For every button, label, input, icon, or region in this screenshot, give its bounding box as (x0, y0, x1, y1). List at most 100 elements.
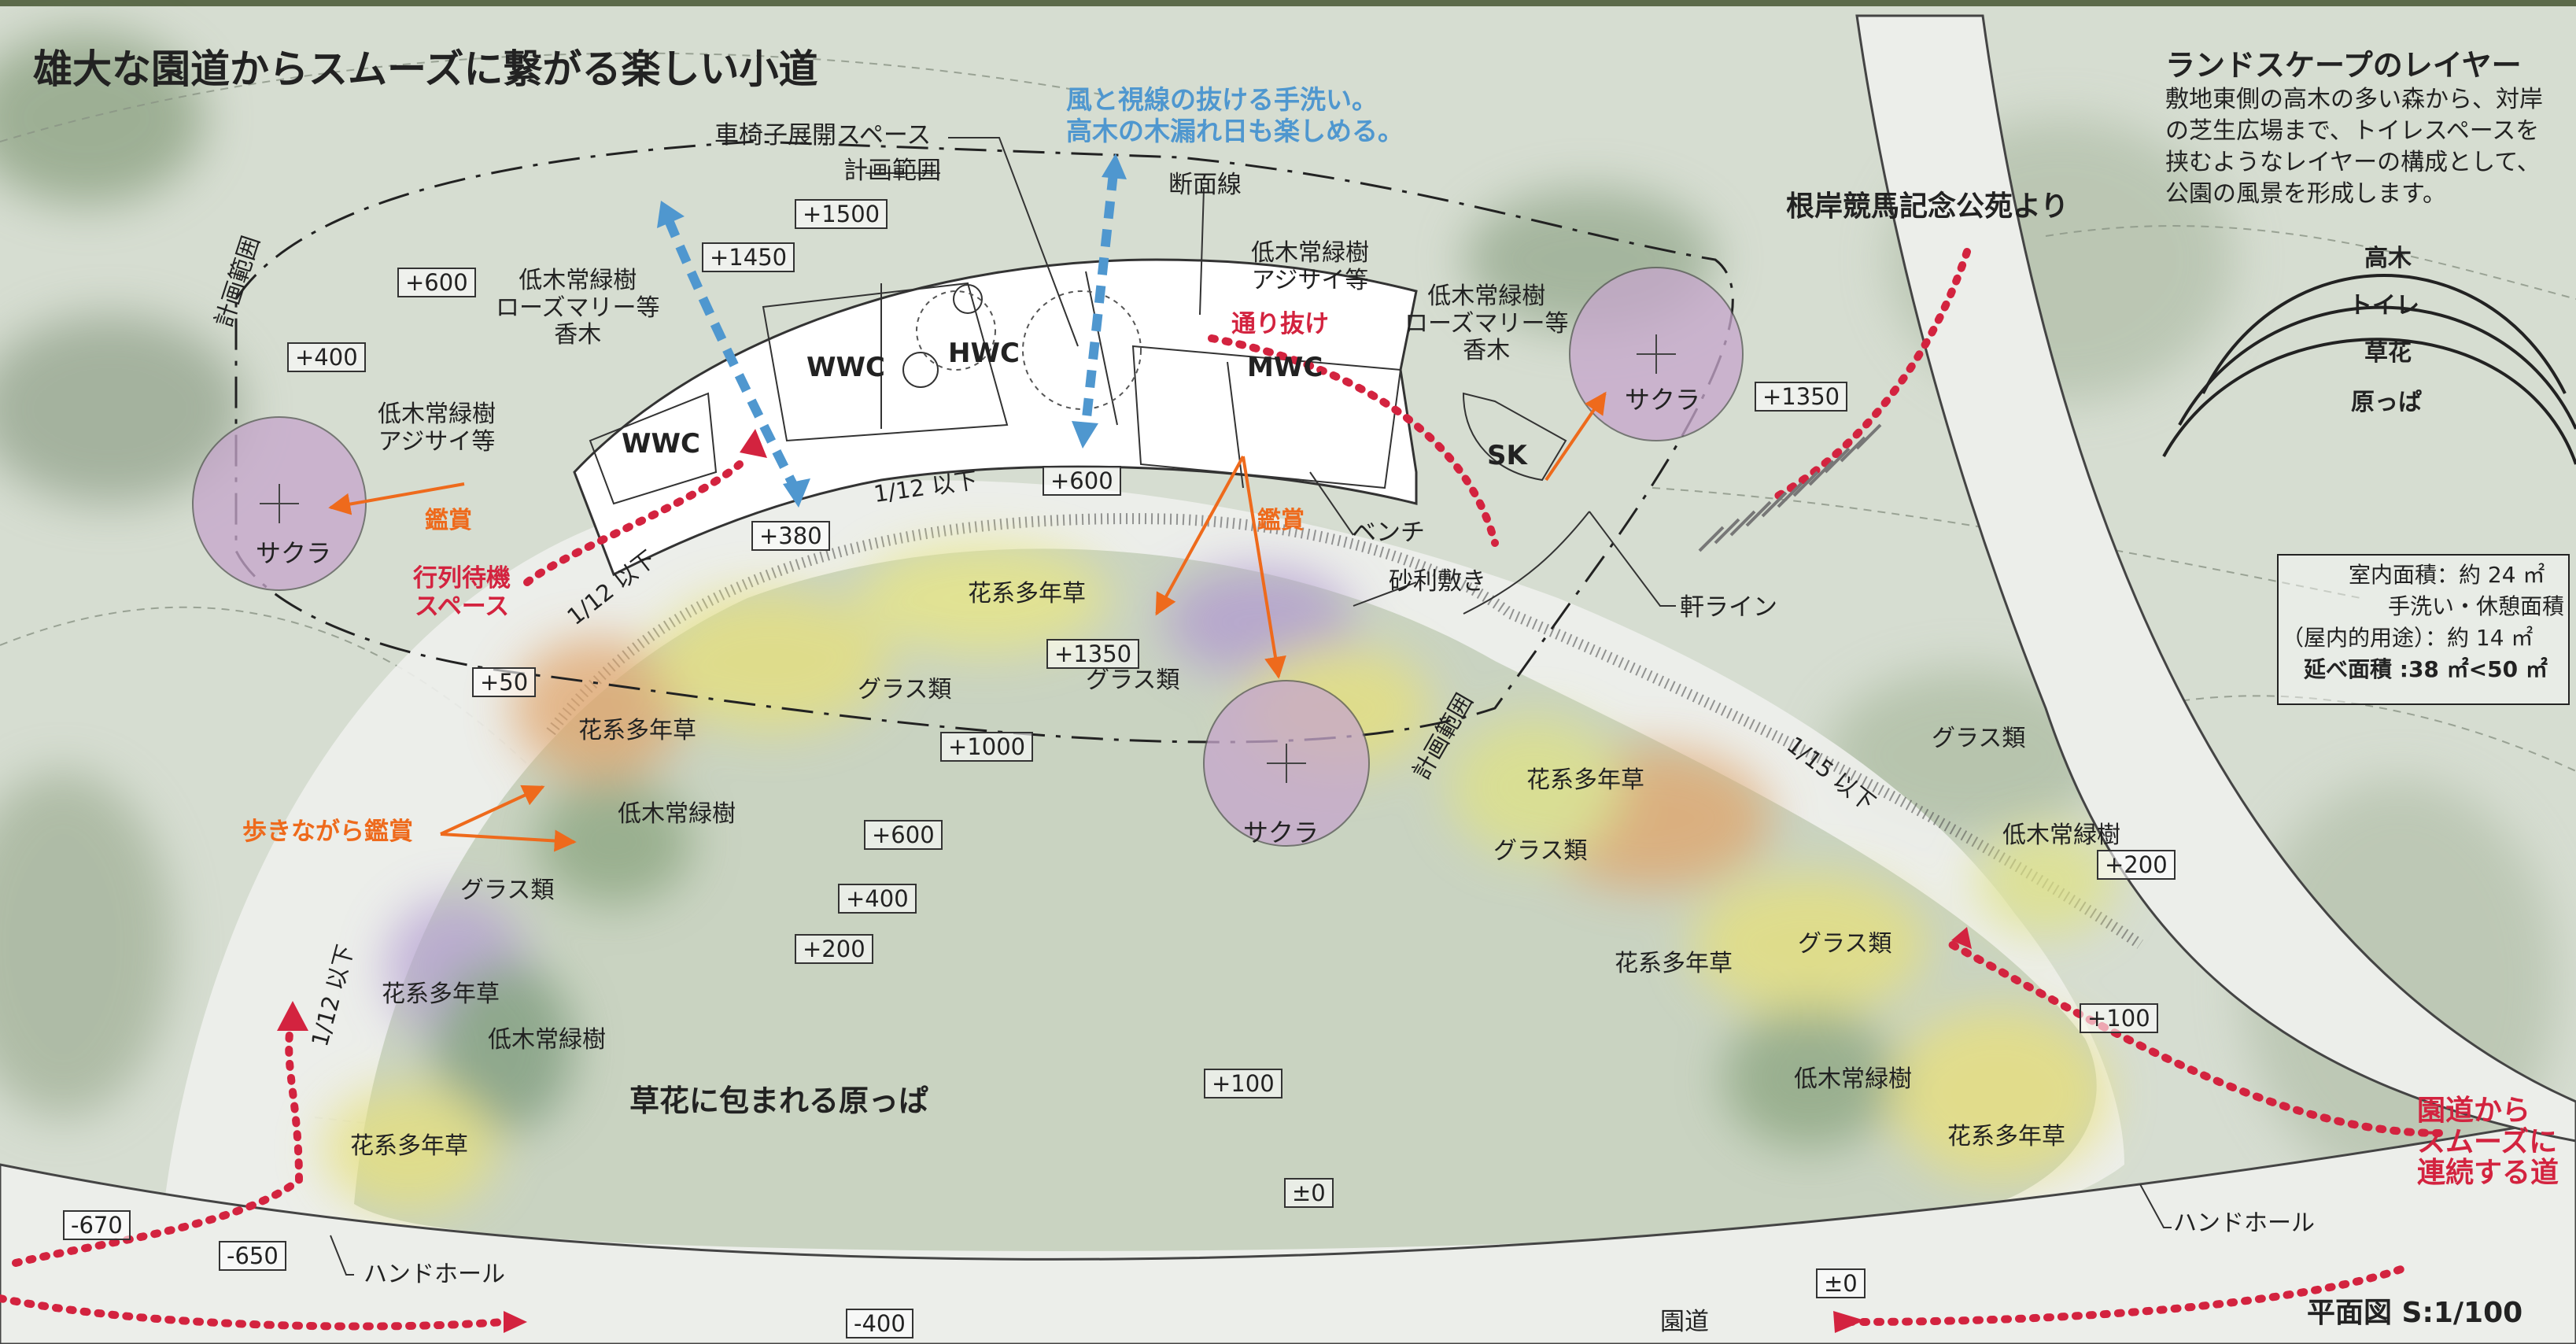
perennial-label-2: 花系多年草 (578, 717, 696, 744)
sakura-label-3: サクラ (1243, 818, 1319, 847)
grass-label-6: グラス類 (1932, 725, 2026, 752)
shrub-hydrangea-1-line2: アジサイ等 (378, 427, 496, 456)
level-1500: +1500 (795, 199, 888, 229)
level-1450: +1450 (702, 242, 795, 272)
perennial-label-6: 花系多年草 (1615, 950, 1733, 977)
perennial-label-7: 花系多年草 (1947, 1123, 2065, 1150)
layer-flowers: 草花 (2364, 339, 2412, 367)
level-400-b: +400 (838, 884, 917, 914)
level-600-a: +600 (397, 268, 476, 297)
blue-view-arrows (664, 172, 1118, 490)
hatched-approach (1698, 423, 1882, 552)
level-380: +380 (751, 521, 830, 551)
grass-label-2: グラス類 (1086, 666, 1180, 694)
shrub-rosemary-2-line2: ローズマリー等 (1404, 309, 1569, 338)
grass-label-5: グラス類 (1798, 930, 1892, 958)
level-100-b: +100 (2080, 1003, 2158, 1033)
grass-label-1: グラス類 (858, 676, 952, 703)
level-600-b: +600 (1043, 466, 1121, 496)
area-row-4: 延べ面積 :38 ㎡<50 ㎡ (2304, 656, 2548, 682)
perennial-label-5: 花系多年草 (1526, 766, 1644, 794)
room-wwc-1: WWC (806, 352, 885, 383)
level-100-a: +100 (1204, 1069, 1282, 1098)
area-row-3: （屋内的用途）：約 14 ㎡ (2282, 625, 2534, 651)
blue-note-1: 風と視線の抜ける手洗い。 (1066, 84, 1378, 115)
layer-meadow: 原っぱ (2351, 389, 2422, 416)
layer-tall-tree: 高木 (2364, 245, 2412, 272)
from-road-line1: 園道から (2417, 1095, 2531, 1127)
gravel-label: 砂利敷き (1389, 567, 1486, 596)
wheelchair-circle (1022, 290, 1142, 410)
top-photo-strip (0, 0, 2576, 6)
room-mwc: MWC (1247, 352, 1323, 383)
level-400-a: +400 (287, 342, 366, 372)
level-400-c: -400 (846, 1309, 913, 1338)
perennial-label-3: 花系多年草 (382, 980, 500, 1008)
layer-desc-3: 挟むようなレイヤーの構成として、 (2165, 149, 2541, 176)
level-1000: +1000 (940, 732, 1034, 762)
plan-range-label: 計画範囲 (843, 157, 941, 185)
shrub-hydrangea-1: 低木常緑樹 アジサイ等 (378, 401, 496, 456)
layer-desc-2: の芝生広場まで、トイレスペースを (2165, 117, 2540, 145)
shrub-hydrangea-1-line1: 低木常緑樹 (378, 401, 496, 428)
queue-label: 行列待機 スペース (413, 564, 511, 621)
level-200-b: +200 (2097, 850, 2176, 880)
shrub-label-4: 低木常緑樹 (1794, 1065, 1912, 1093)
page-title: 雄大な園道からスムーズに繋がる楽しい小道 (33, 46, 818, 92)
shrub-rosemary-2-line3: 香木 (1463, 337, 1511, 364)
handhole-label-1: ハンドホール (364, 1261, 505, 1288)
park-road (0, 1116, 2576, 1344)
layer-desc-1: 敷地東側の高木の多い森から、対岸 (2165, 86, 2543, 113)
layer-diagram (2162, 274, 2576, 465)
shrub-hydrangea-2-line2: アジサイ等 (1251, 266, 1369, 294)
area-row-1: 室内面積：約 24 ㎡ (2349, 562, 2545, 588)
from-park-label: 根岸競馬記念公苑より (1786, 190, 2069, 223)
from-road-label: 園道から スムーズに 連続する道 (2417, 1095, 2559, 1189)
leader-lines (330, 137, 2172, 1276)
orange-arrows (328, 391, 1607, 852)
eaves-label: 軒ライン (1680, 593, 1777, 622)
level-650: -650 (219, 1241, 286, 1271)
level-0-a: ±0 (1284, 1178, 1334, 1208)
appreciate-label-2: 鑑賞 (1257, 507, 1305, 534)
level-1350-a: +1350 (1755, 382, 1848, 412)
grass-label-3: グラス類 (460, 877, 555, 904)
shrub-label-2: 低木常緑樹 (488, 1026, 606, 1054)
area-row-2: 手洗い・休憩面積 (2388, 593, 2565, 619)
shrub-hydrangea-2: 低木常緑樹 アジサイ等 (1251, 239, 1369, 294)
meadow-label: 草花に包まれる原っぱ (629, 1084, 929, 1118)
shrub-rosemary-1-line2: ローズマリー等 (496, 294, 660, 322)
room-wwc-2: WWC (622, 428, 700, 460)
shrub-rosemary-1: 低木常緑樹 ローズマリー等 香木 (496, 267, 660, 349)
layer-panel-title: ランドスケープのレイヤー (2165, 48, 2522, 83)
red-routes (0, 248, 2443, 1331)
sakura-label-1: サクラ (256, 538, 332, 568)
level-0-b: ±0 (1816, 1268, 1866, 1298)
wheelchair-label: 車椅子展開スペース (714, 121, 932, 150)
section-line-label: 断面線 (1168, 171, 1242, 199)
bench-label: ベンチ (1352, 519, 1425, 547)
handhole-label-2: ハンドホール (2173, 1209, 2315, 1237)
level-600-c: +600 (864, 820, 943, 850)
appreciate-label-1: 鑑賞 (425, 507, 472, 534)
shrub-rosemary-1-line3: 香木 (554, 321, 602, 349)
layer-toilet: トイレ (2349, 292, 2419, 319)
turning-circle (916, 290, 996, 371)
red-arrowheads (277, 429, 1972, 1333)
shrub-rosemary-2: 低木常緑樹 ローズマリー等 香木 (1404, 282, 1569, 365)
level-670: -670 (63, 1210, 131, 1240)
shrub-label-1: 低木常緑樹 (618, 800, 736, 828)
blue-note-2: 高木の木漏れ日も楽しめる。 (1066, 116, 1404, 146)
park-road-label: 園道 (1660, 1308, 1709, 1336)
shrub-rosemary-2-line1: 低木常緑樹 (1427, 282, 1546, 310)
layer-desc-4: 公園の風景を形成します。 (2165, 180, 2446, 208)
level-200-a: +200 (795, 934, 873, 964)
scale-label: 平面図 S:1/100 (2307, 1297, 2523, 1329)
room-hwc: HWC (948, 338, 1020, 369)
shrub-label-3: 低木常緑樹 (2002, 822, 2120, 849)
room-sk: SK (1487, 440, 1527, 471)
queue-label-line1: 行列待機 (413, 564, 511, 593)
level-50: +50 (472, 667, 537, 697)
